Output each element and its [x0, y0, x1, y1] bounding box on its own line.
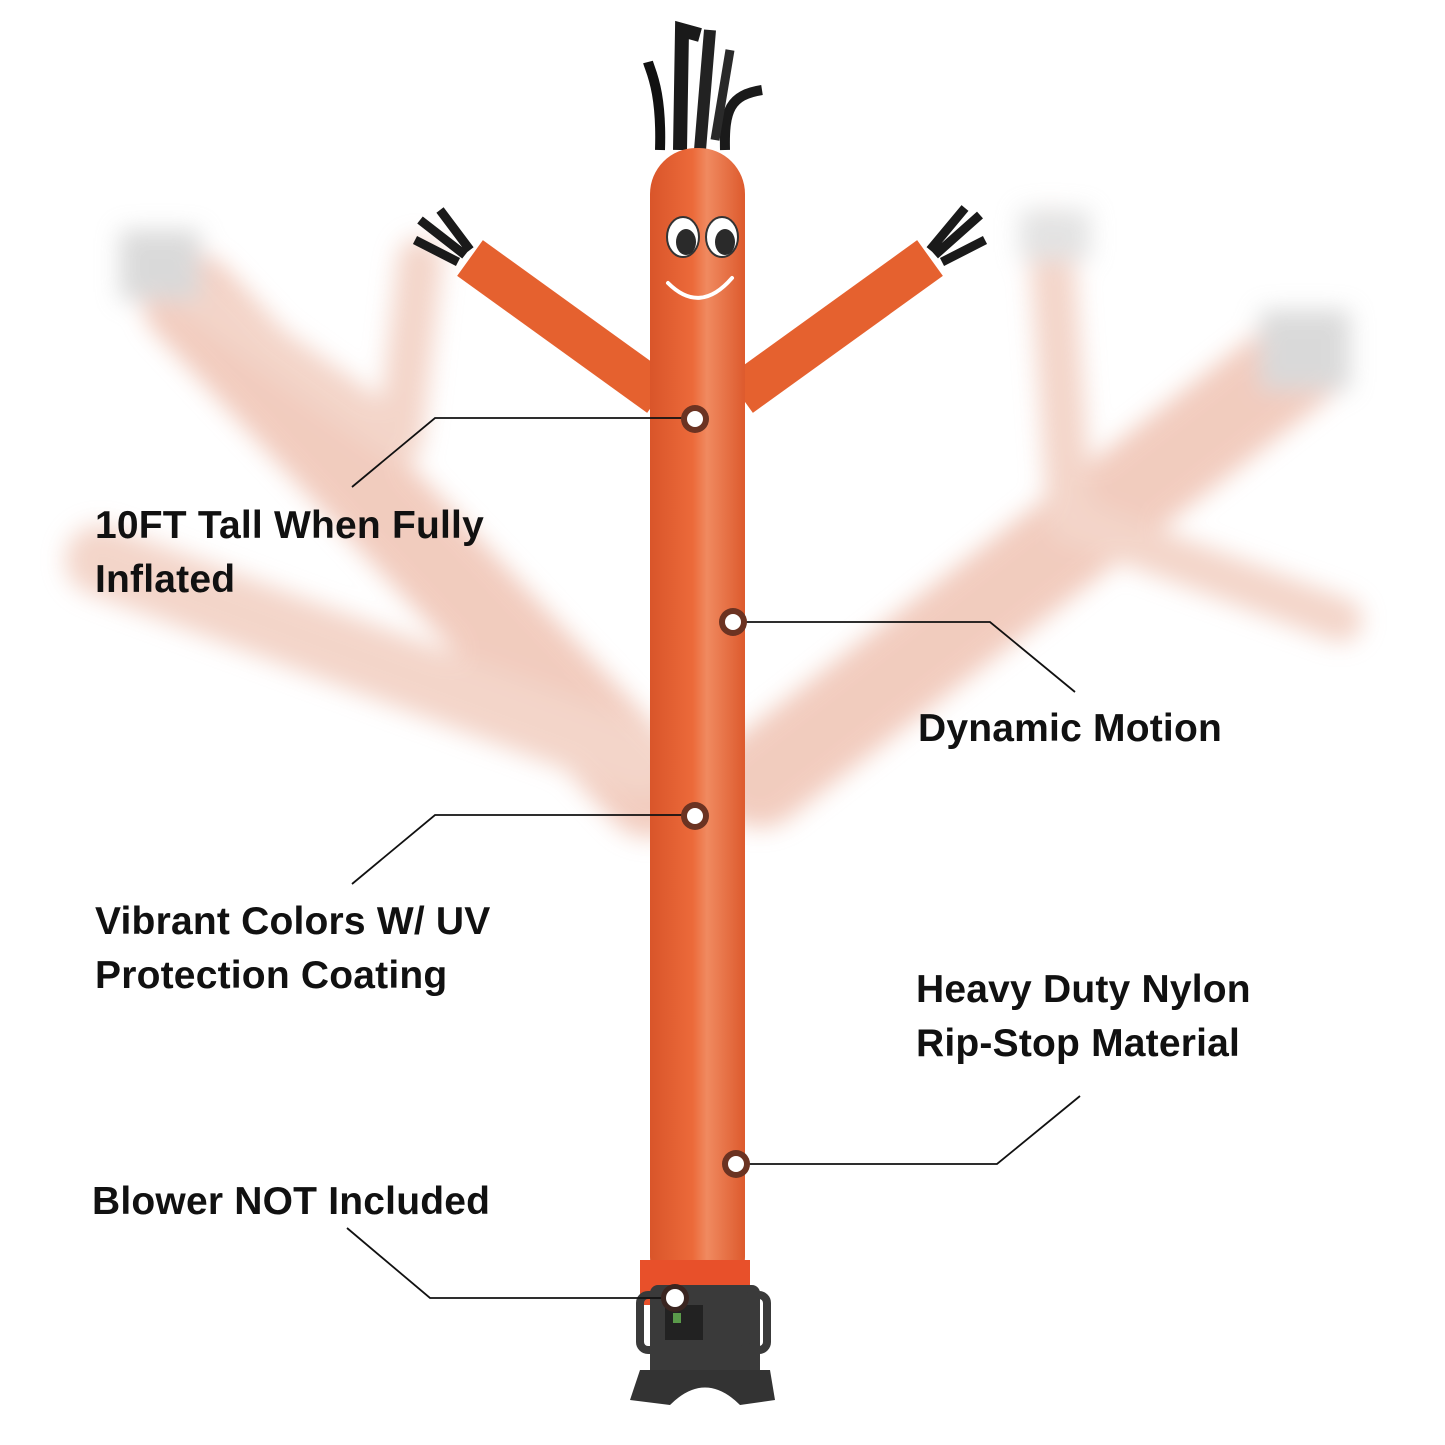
- callout-material-line1: Heavy Duty Nylon: [916, 968, 1251, 1011]
- blower-base: [630, 1285, 775, 1405]
- callout-height-line2: Inflated: [95, 558, 236, 601]
- callout-colors-line2: Protection Coating: [95, 954, 448, 997]
- callout-colors: Vibrant Colors W/ UV Protection Coating: [95, 895, 491, 1003]
- callout-motion: Dynamic Motion: [918, 702, 1222, 756]
- callout-height: 10FT Tall When Fully Inflated: [95, 499, 484, 607]
- tube-hair: [643, 20, 763, 151]
- tube-body: [650, 148, 745, 1303]
- callout-material: Heavy Duty Nylon Rip-Stop Material: [916, 963, 1251, 1071]
- callout-blower-line1: Blower NOT Included: [92, 1180, 491, 1223]
- callout-leader-lines: [346, 417, 1081, 1299]
- callout-blower: Blower NOT Included: [92, 1175, 490, 1229]
- motion-blur-ghosts: [65, 207, 1363, 838]
- callout-markers: [661, 405, 750, 1312]
- smiley-face: [666, 216, 739, 300]
- callout-motion-line1: Dynamic Motion: [918, 707, 1222, 750]
- callout-colors-line1: Vibrant Colors W/ UV: [95, 900, 491, 943]
- callout-height-line1: 10FT Tall When Fully: [95, 504, 484, 547]
- tube-arms: [412, 205, 988, 413]
- callout-material-line2: Rip-Stop Material: [916, 1022, 1241, 1065]
